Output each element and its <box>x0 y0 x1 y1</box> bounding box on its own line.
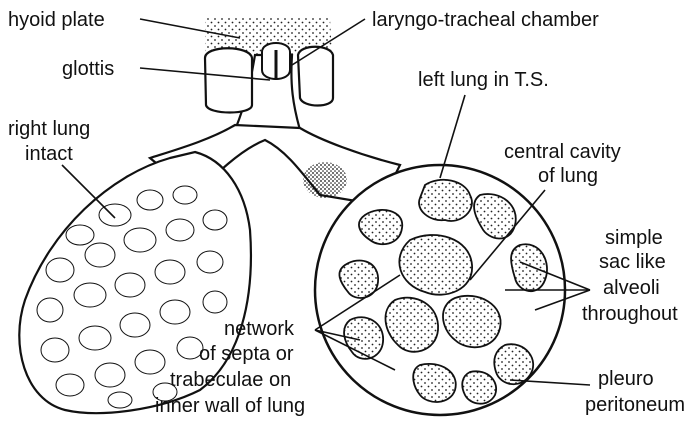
left-arytenoid-shape <box>205 48 252 112</box>
right-arytenoid-shape <box>298 47 333 106</box>
label-laryngo-tracheal-chamber: laryngo-tracheal chamber <box>372 9 599 31</box>
label-alveoli-3: alveoli <box>603 277 660 299</box>
label-pleuro-1: pleuro <box>598 368 654 390</box>
label-septa-1: network <box>224 318 295 340</box>
bronchus-lobe <box>303 162 347 198</box>
label-septa-4: inner wall of lung <box>155 395 305 417</box>
label-glottis: glottis <box>62 58 114 80</box>
label-septa-3: trabeculae on <box>170 369 291 391</box>
label-alveoli-1: simple <box>605 227 663 249</box>
label-central-cavity-2: of lung <box>538 165 598 187</box>
label-right-lung-1: right lung <box>8 118 90 140</box>
label-left-lung-ts: left lung in T.S. <box>418 69 549 91</box>
label-alveoli-4: throughout <box>582 303 678 325</box>
label-central-cavity-1: central cavity <box>504 141 621 163</box>
label-alveoli-2: sac like <box>599 251 666 273</box>
label-hyoid-plate: hyoid plate <box>8 9 105 31</box>
label-right-lung-2: intact <box>25 143 73 165</box>
label-septa-2: of septa or <box>199 343 294 365</box>
label-pleuro-2: peritoneum <box>585 394 685 416</box>
